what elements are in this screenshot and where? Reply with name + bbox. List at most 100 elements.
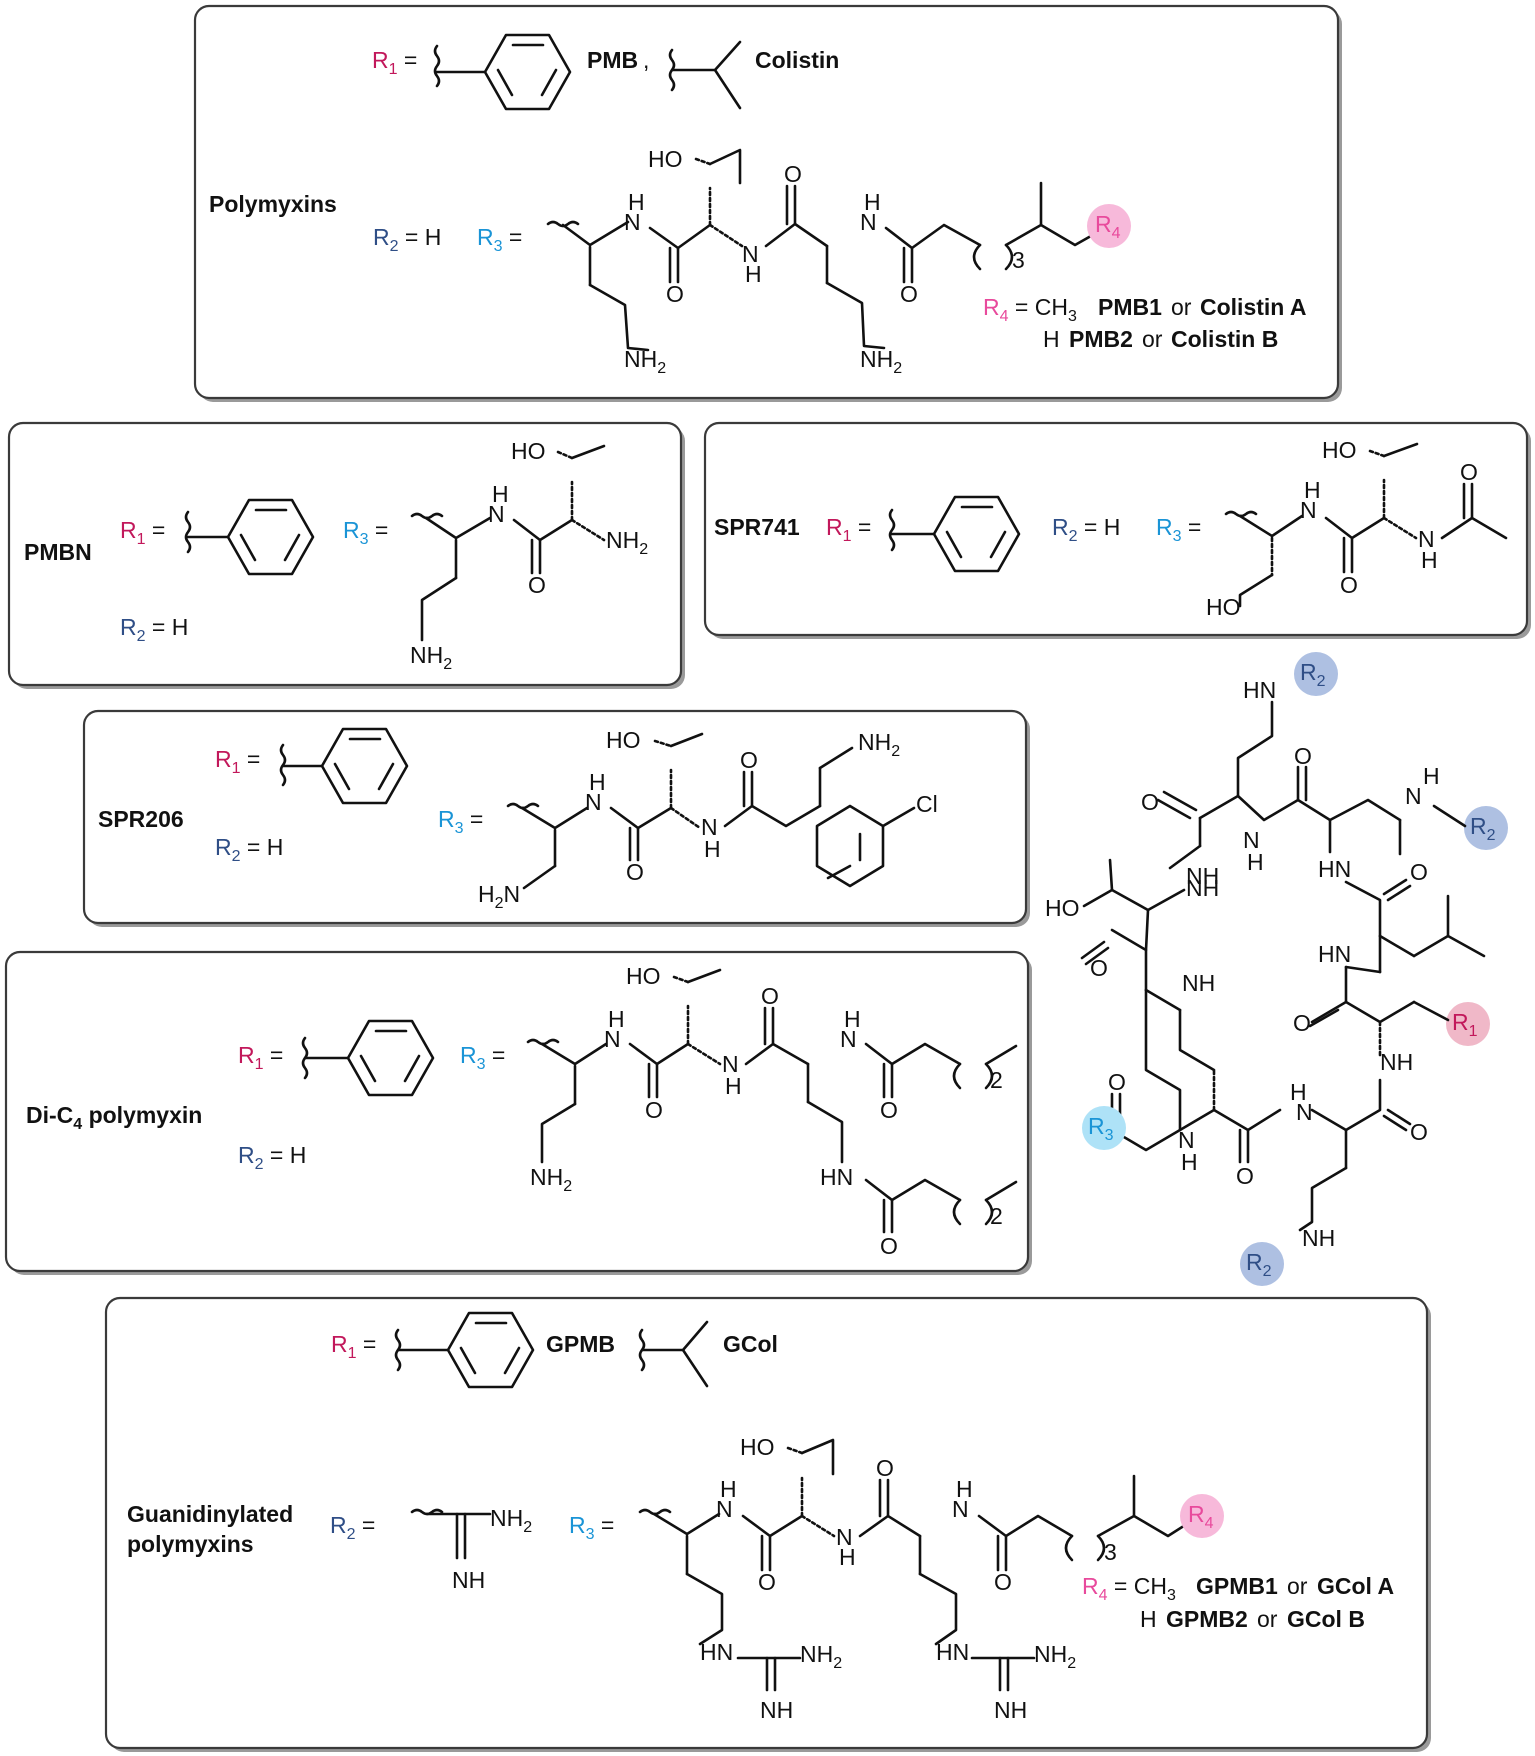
svg-text:PMB2: PMB2 <box>1069 326 1133 352</box>
phenyl-ring <box>483 33 572 111</box>
svg-text:H: H <box>589 769 606 795</box>
panel-frames <box>4 4 1531 1752</box>
svg-text:HN: HN <box>1243 677 1276 703</box>
r2-label: R2 = H <box>373 224 441 255</box>
svg-text:O: O <box>1410 859 1428 885</box>
svg-text:R2 = H: R2 = H <box>120 614 188 645</box>
spr741-structure: SPR741 R1 = R2 = H R3 = HO H N O HO N H … <box>714 437 1508 620</box>
svg-text:O: O <box>900 281 918 307</box>
svg-text:H: H <box>1140 1606 1157 1632</box>
svg-text:GPMB2: GPMB2 <box>1166 1606 1248 1632</box>
svg-text:H: H <box>1304 477 1321 503</box>
svg-text:H: H <box>1043 326 1060 352</box>
svg-text:NH: NH <box>760 1697 793 1723</box>
svg-text:O: O <box>880 1233 898 1259</box>
guanidinylated-panel <box>104 1296 1429 1750</box>
svg-text:HO: HO <box>1045 895 1080 921</box>
svg-text:Colistin A: Colistin A <box>1200 294 1306 320</box>
svg-text:N: N <box>488 501 505 527</box>
svg-text:N: N <box>722 1051 739 1077</box>
svg-text:HO: HO <box>1206 594 1241 620</box>
svg-text:H: H <box>1181 1149 1198 1175</box>
svg-text:H: H <box>1290 1079 1307 1105</box>
svg-text:H: H <box>704 836 721 862</box>
svg-text:NH: NH <box>1186 875 1219 901</box>
svg-text:N: N <box>1300 497 1317 523</box>
svg-text:R3 =: R3 = <box>438 806 483 837</box>
svg-text:NH2: NH2 <box>624 346 666 377</box>
spr206-panel <box>82 709 1028 925</box>
spr206-structure: SPR206 R1 = R2 = H R3 = H2N H N O HO N H… <box>98 727 938 912</box>
pmbn-panel <box>7 421 683 687</box>
svg-text:N: N <box>1296 1099 1313 1125</box>
svg-text:HN: HN <box>820 1164 853 1190</box>
svg-text:O: O <box>1236 1163 1254 1189</box>
svg-text:GCol B: GCol B <box>1287 1606 1365 1632</box>
pmbn-structure: PMBN R1 = R2 = H R3 = NH2 H N O HO NH2 <box>24 438 648 673</box>
pmbn-title: PMBN <box>24 539 92 565</box>
svg-text:O: O <box>876 1455 894 1481</box>
svg-text:O: O <box>994 1569 1012 1595</box>
svg-text:HN: HN <box>700 1639 733 1665</box>
spr741-panel <box>703 421 1529 637</box>
svg-text:H: H <box>844 1006 861 1032</box>
svg-text:HO: HO <box>1322 437 1357 463</box>
svg-text:NH: NH <box>1302 1225 1335 1251</box>
svg-text:O: O <box>1293 1010 1311 1036</box>
svg-text:GCol: GCol <box>723 1331 778 1357</box>
svg-text:R2 = H: R2 = H <box>1052 514 1120 545</box>
r3-label: R3 = <box>477 224 522 255</box>
svg-text:NH: NH <box>1182 970 1215 996</box>
svg-text:polymyxins: polymyxins <box>127 1531 254 1557</box>
svg-text:H: H <box>608 1006 625 1032</box>
svg-text:2: 2 <box>990 1067 1003 1093</box>
svg-text:N: N <box>585 789 602 815</box>
svg-text:N: N <box>624 209 641 235</box>
svg-text:N: N <box>1178 1127 1195 1153</box>
svg-text:O: O <box>1141 789 1159 815</box>
svg-text:H: H <box>956 1476 973 1502</box>
svg-text:R3 =: R3 = <box>343 517 388 548</box>
svg-text:H: H <box>1423 763 1440 789</box>
svg-text:HN: HN <box>1318 941 1351 967</box>
svg-text:HO: HO <box>740 1434 775 1460</box>
svg-text:Guanidinylated: Guanidinylated <box>127 1501 293 1527</box>
svg-text:H: H <box>492 481 509 507</box>
svg-text:O: O <box>666 281 684 307</box>
svg-text:N: N <box>742 241 759 267</box>
svg-text:HN: HN <box>936 1639 969 1665</box>
svg-text:PMB1: PMB1 <box>1098 294 1162 320</box>
svg-text:H: H <box>864 189 881 215</box>
cyclic-core-structure: HN R2 O NH N H O H N R2 HN O HN <box>1045 652 1508 1286</box>
svg-text:HO: HO <box>511 438 546 464</box>
polymyxins-structure: R1 = PMB , Colistin Polymyxins R2 = H R3… <box>209 33 1306 377</box>
svg-text:HO: HO <box>606 727 641 753</box>
svg-text:R2 = H: R2 = H <box>215 834 283 865</box>
svg-text:H: H <box>1421 547 1438 573</box>
svg-text:or: or <box>1257 1606 1278 1632</box>
svg-text:H2N: H2N <box>478 881 520 912</box>
svg-text:NH: NH <box>452 1567 485 1593</box>
svg-text:O: O <box>528 572 546 598</box>
svg-text:O: O <box>1460 459 1478 485</box>
di-c4-title: Di-C4 polymyxin <box>26 1102 202 1133</box>
svg-text:O: O <box>1294 743 1312 769</box>
svg-text:R4 = CH3: R4 = CH3 <box>1082 1573 1176 1604</box>
svg-text:or: or <box>1287 1573 1308 1599</box>
svg-text:R1 =: R1 = <box>238 1042 283 1073</box>
svg-text:H: H <box>745 261 762 287</box>
svg-text:H: H <box>839 1544 856 1570</box>
svg-text:N: N <box>1243 827 1260 853</box>
svg-text:O: O <box>784 161 802 187</box>
svg-text:Colistin B: Colistin B <box>1171 326 1278 352</box>
svg-text:or: or <box>1142 326 1163 352</box>
svg-text:O: O <box>626 859 644 885</box>
svg-text:O: O <box>758 1569 776 1595</box>
di-c4-structure: Di-C4 polymyxin R1 = R2 = H R3 = NH2 H N… <box>26 963 1018 1259</box>
pmb-label: PMB <box>587 47 638 73</box>
svg-text:N: N <box>1418 526 1435 552</box>
svg-text:O: O <box>880 1097 898 1123</box>
svg-text:H: H <box>628 189 645 215</box>
svg-text:N: N <box>836 1524 853 1550</box>
